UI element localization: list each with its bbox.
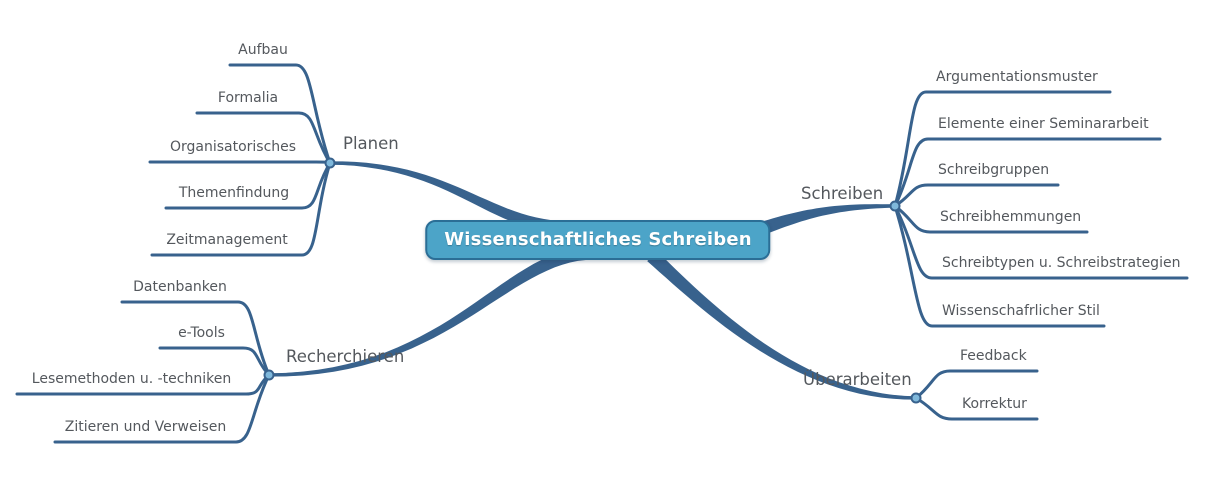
leaf-label-elemente-einer-seminararbeit[interactable]: Elemente einer Seminararbeit (938, 116, 1149, 132)
leaf-label-feedback[interactable]: Feedback (960, 348, 1027, 364)
leaf-label-schreibtypen-u-schreibstrategien[interactable]: Schreibtypen u. Schreibstrategien (942, 255, 1181, 271)
trunk-line-recherchieren (267, 251, 587, 377)
leaf-label-schreibgruppen[interactable]: Schreibgruppen (938, 162, 1050, 178)
branch-label-schreiben[interactable]: Schreiben (801, 184, 884, 203)
leaf-line-elemente-einer-seminararbeit (893, 137, 1162, 208)
leaf-label-korrektur[interactable]: Korrektur (962, 396, 1027, 412)
central-topic-node[interactable]: Wissenschaftliches Schreiben (425, 220, 771, 260)
trunk-line-uberarbeiten (650, 254, 918, 400)
leaf-label-schreibhemmungen[interactable]: Schreibhemmungen (940, 209, 1082, 225)
leaf-label-lesemethoden-u-techniken[interactable]: Lesemethoden u. -techniken (31, 371, 232, 387)
leaf-label-organisatorisches[interactable]: Organisatorisches (169, 139, 297, 155)
leaf-line-aufbau (228, 63, 332, 165)
leaf-label-formalia[interactable]: Formalia (217, 90, 279, 106)
leaf-line-argumentationsmuster (893, 90, 1112, 208)
junction-uberarbeiten[interactable] (910, 392, 922, 404)
leaf-label-datenbanken[interactable]: Datenbanken (133, 279, 227, 295)
leaf-line-wissenschafrlicher-stil (893, 204, 1106, 328)
leaf-line-korrektur (914, 396, 1039, 421)
leaf-line-schreibgruppen (893, 183, 1060, 208)
central-topic-label: Wissenschaftliches Schreiben (444, 229, 752, 250)
leaf-line-feedback (914, 369, 1039, 400)
leaf-label-zitieren-und-verweisen[interactable]: Zitieren und Verweisen (64, 419, 227, 435)
leaf-label-argumentationsmuster[interactable]: Argumentationsmuster (936, 69, 1098, 85)
junction-schreiben[interactable] (889, 200, 901, 212)
junction-planen[interactable] (324, 157, 336, 169)
branch-label-uberarbeiten[interactable]: Überarbeiten (803, 370, 912, 389)
leaf-line-e-tools (158, 346, 271, 377)
leaf-line-themenfindung (164, 161, 332, 210)
leaf-label-aufbau[interactable]: Aufbau (238, 42, 288, 58)
leaf-line-zitieren-und-verweisen (53, 373, 271, 444)
branch-label-planen[interactable]: Planen (343, 134, 399, 153)
leaf-label-themenfindung[interactable]: Themenfindung (178, 185, 290, 201)
leaf-label-zeitmanagement[interactable]: Zeitmanagement (166, 232, 288, 248)
branch-label-recherchieren[interactable]: Recherchieren (286, 347, 405, 366)
leaf-line-schreibhemmungen (893, 204, 1089, 234)
leaf-label-wissenschafrlicher-stil[interactable]: Wissenschafrlicher Stil (942, 303, 1100, 319)
leaf-label-e-tools[interactable]: e-Tools (178, 325, 225, 341)
junction-recherchieren[interactable] (263, 369, 275, 381)
leaf-line-datenbanken (120, 300, 271, 377)
trunk-planen (330, 161, 586, 236)
leaf-line-zeitmanagement (150, 161, 332, 257)
leaf-line-schreibtypen-u-schreibstrategien (893, 204, 1189, 280)
leaf-line-formalia (195, 111, 332, 165)
